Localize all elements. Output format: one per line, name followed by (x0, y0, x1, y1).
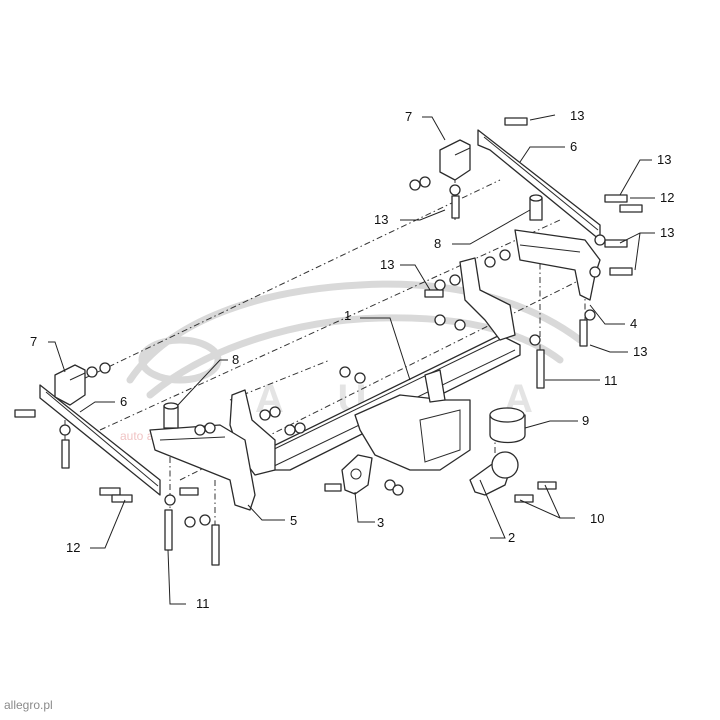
callout-9: 9 (582, 413, 589, 428)
callout-1: 1 (344, 308, 351, 323)
leader-lines (48, 114, 655, 605)
callout-10: 10 (590, 511, 604, 526)
callout-13-mid-left: 13 (374, 212, 388, 227)
callout-12-left: 12 (66, 540, 80, 555)
callout-8-left: 8 (232, 352, 239, 367)
footer-logo: allegro.pl (4, 698, 53, 712)
callout-6-left: 6 (120, 394, 127, 409)
callout-2: 2 (508, 530, 515, 545)
callout-13-top: 13 (570, 108, 584, 123)
callout-13-right: 13 (660, 225, 674, 240)
callout-13-center: 13 (380, 257, 394, 272)
socket-plate-part-3 (341, 454, 373, 495)
callout-7-left: 7 (30, 334, 37, 349)
callout-7-right: 7 (405, 109, 412, 124)
callout-4: 4 (630, 316, 637, 331)
ball-cap-part-9 (489, 407, 526, 444)
callout-11-left: 11 (196, 596, 210, 611)
fastener-bolts (14, 117, 643, 566)
callout-6-right: 6 (570, 139, 577, 154)
callout-11-right: 11 (604, 373, 618, 388)
left-bracket-part-5 (149, 424, 256, 511)
spacer-part-8-left (163, 402, 179, 429)
callout-5: 5 (290, 513, 297, 528)
right-bracket-part-4 (514, 229, 601, 301)
callout-8-right: 8 (434, 236, 441, 251)
callout-3: 3 (377, 515, 384, 530)
cross-beam-part-1 (229, 257, 521, 476)
tow-ball-part-2 (469, 451, 519, 496)
callout-12-right: 12 (660, 190, 674, 205)
callout-13-lower: 13 (633, 344, 647, 359)
left-rail-part-6 (39, 384, 161, 496)
left-angle-plate-part-7 (54, 364, 86, 406)
callout-13-right-upper: 13 (657, 152, 671, 167)
spacer-part-8-right (529, 194, 543, 221)
callout-labels: 1 2 3 4 5 6 6 7 7 8 8 9 10 11 11 12 12 1… (30, 108, 674, 611)
right-rail-part-6 (477, 129, 601, 241)
right-angle-plate-part-7 (439, 139, 471, 181)
